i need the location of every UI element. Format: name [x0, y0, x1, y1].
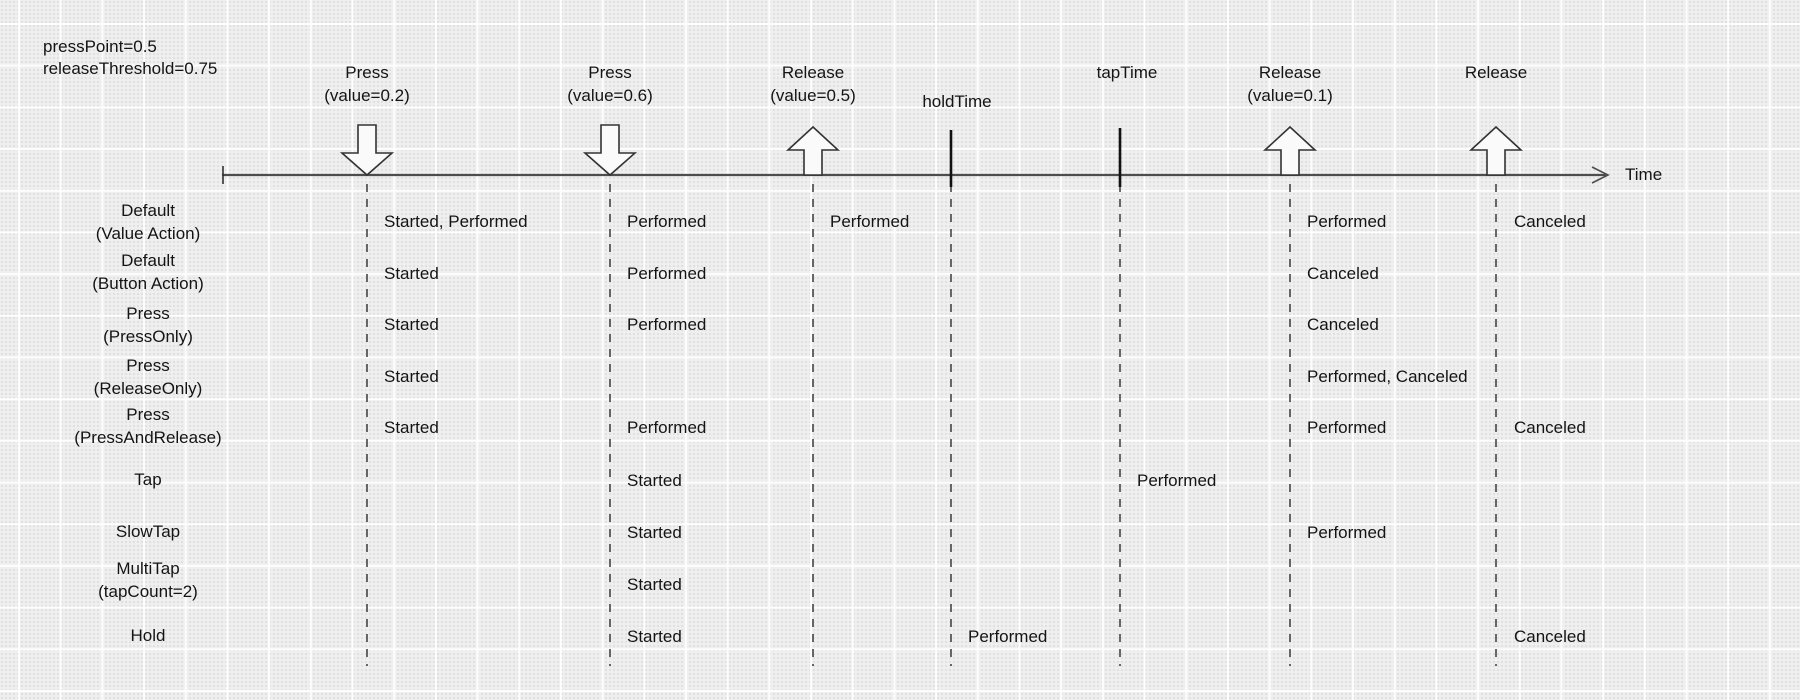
axis-arrowhead-icon: [1591, 166, 1610, 184]
event-label-release-1: Release (value=0.5): [770, 61, 856, 107]
phase-annotation: Performed, Canceled: [1307, 367, 1468, 386]
row-label-line: Tap: [134, 470, 162, 489]
phase-annotation: Canceled: [1307, 264, 1379, 283]
event-label-line: (value=0.6): [567, 86, 653, 105]
phase-annotation: Started: [384, 367, 439, 386]
row-label-line: Hold: [130, 626, 166, 645]
row-label-line: Default: [121, 201, 175, 220]
phase-annotation: Started: [384, 315, 439, 334]
phase-annotation: Canceled: [1514, 212, 1586, 231]
row-label-hold: Hold: [28, 624, 268, 647]
event-label-line: (value=0.1): [1247, 86, 1333, 105]
phase-annotation: Performed: [627, 212, 707, 231]
event-label-line: holdTime: [922, 92, 992, 111]
row-label-line: (ReleaseOnly): [93, 379, 203, 398]
down-arrow-icon: [582, 124, 638, 177]
row-label-line: Press: [126, 356, 170, 375]
event-label-line: Release: [1464, 63, 1528, 82]
phase-annotation: Started: [627, 523, 682, 542]
row-label-line: (Value Action): [95, 224, 201, 243]
row-label-line: (Button Action): [92, 274, 204, 293]
release-threshold-parameter: releaseThreshold=0.75: [43, 59, 218, 78]
phase-annotation: Started: [384, 418, 439, 437]
row-label-line: Press: [126, 304, 170, 323]
event-label-press-2: Press (value=0.6): [567, 61, 653, 107]
event-label-hold-time: holdTime: [922, 90, 991, 113]
phase-annotation: Started: [627, 627, 682, 646]
phase-annotation: Performed: [627, 264, 707, 283]
event-label-line: (value=0.2): [324, 86, 410, 105]
phase-annotation: Started: [627, 575, 682, 594]
phase-annotation: Performed: [1137, 471, 1217, 490]
event-label-release-2: Release (value=0.1): [1247, 61, 1333, 107]
down-arrow-icon: [339, 124, 395, 177]
phase-annotation: Performed: [830, 212, 910, 231]
row-label-line: (tapCount=2): [98, 582, 198, 601]
event-label-line: Release: [1258, 63, 1322, 82]
phase-annotation: Performed: [1307, 418, 1387, 437]
phase-annotation: Started, Performed: [384, 212, 528, 231]
up-arrow-icon: [785, 125, 841, 176]
row-label-press-pressonly: Press (PressOnly): [28, 302, 268, 348]
row-label-press-pressandrelease: Press (PressAndRelease): [28, 403, 268, 449]
event-label-line: Press: [588, 63, 632, 82]
phase-annotation: Canceled: [1514, 418, 1586, 437]
time-axis-label: Time: [1625, 165, 1663, 184]
row-label-default-button-action: Default (Button Action): [28, 249, 268, 295]
event-label-line: tapTime: [1096, 63, 1158, 82]
phase-annotation: Performed: [627, 418, 707, 437]
row-label-line: MultiTap: [116, 559, 180, 578]
event-label-tap-time: tapTime: [1097, 61, 1158, 84]
event-label-line: Release: [781, 63, 845, 82]
row-label-press-releaseonly: Press (ReleaseOnly): [28, 354, 268, 400]
phase-annotation: Performed: [1307, 523, 1387, 542]
phase-annotation: Performed: [1307, 212, 1387, 231]
row-label-slowtap: SlowTap: [28, 520, 268, 543]
row-label-line: (PressAndRelease): [74, 428, 222, 447]
event-label-release-3: Release: [1465, 61, 1527, 84]
row-label-multitap: MultiTap (tapCount=2): [28, 557, 268, 603]
phase-annotation: Performed: [627, 315, 707, 334]
event-label-press-1: Press (value=0.2): [324, 61, 410, 107]
event-label-line: Press: [345, 63, 389, 82]
phase-annotation: Canceled: [1307, 315, 1379, 334]
row-label-line: SlowTap: [115, 522, 181, 541]
up-arrow-icon: [1468, 125, 1524, 176]
up-arrow-icon: [1262, 125, 1318, 176]
event-dashed-lines: [366, 184, 1497, 666]
phase-annotation: Started: [384, 264, 439, 283]
row-label-default-value-action: Default (Value Action): [28, 199, 268, 245]
phase-annotation: Started: [627, 471, 682, 490]
phase-annotation: Performed: [968, 627, 1048, 646]
row-label-line: Default: [121, 251, 175, 270]
row-label-line: (PressOnly): [103, 327, 193, 346]
row-label-tap: Tap: [28, 468, 268, 491]
event-label-line: (value=0.5): [770, 86, 856, 105]
press-point-parameter: pressPoint=0.5: [43, 37, 157, 56]
phase-annotation: Canceled: [1514, 627, 1586, 646]
row-label-line: Press: [126, 405, 170, 424]
